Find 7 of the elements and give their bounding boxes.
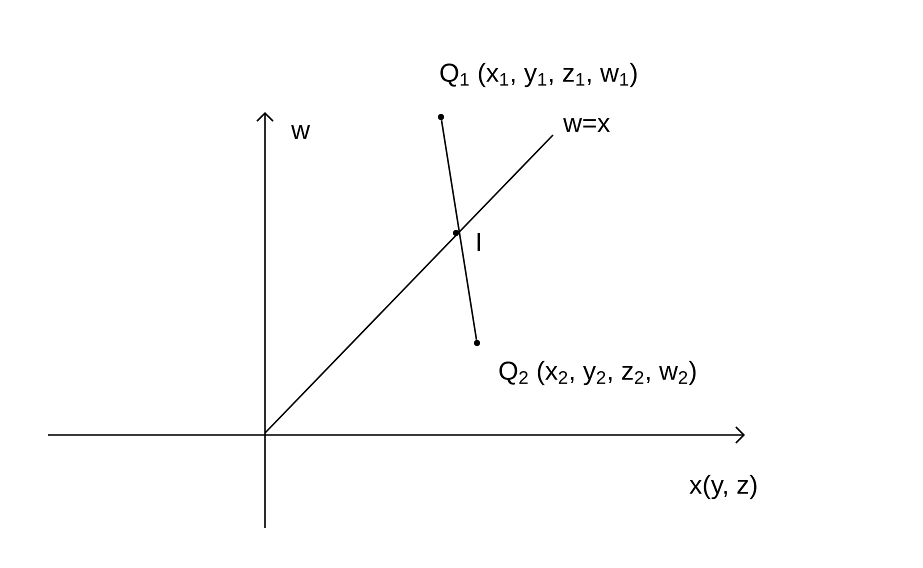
line-segment (440, 120, 478, 340)
point-label: Q$_{2}$ (x$_{2}$, y$_{2}$, z$_{2}$, w$_{2}$) (499, 360, 696, 386)
point-label: Q$_{1}$ (x$_{1}$, y$_{1}$, z$_{1}$, w$_{1}$) (440, 62, 637, 88)
axis-label: x(y, z) (690, 474, 756, 500)
point-label: I (478, 233, 480, 251)
axis-label: w=x (563, 118, 610, 132)
axis-label: w (291, 125, 310, 139)
